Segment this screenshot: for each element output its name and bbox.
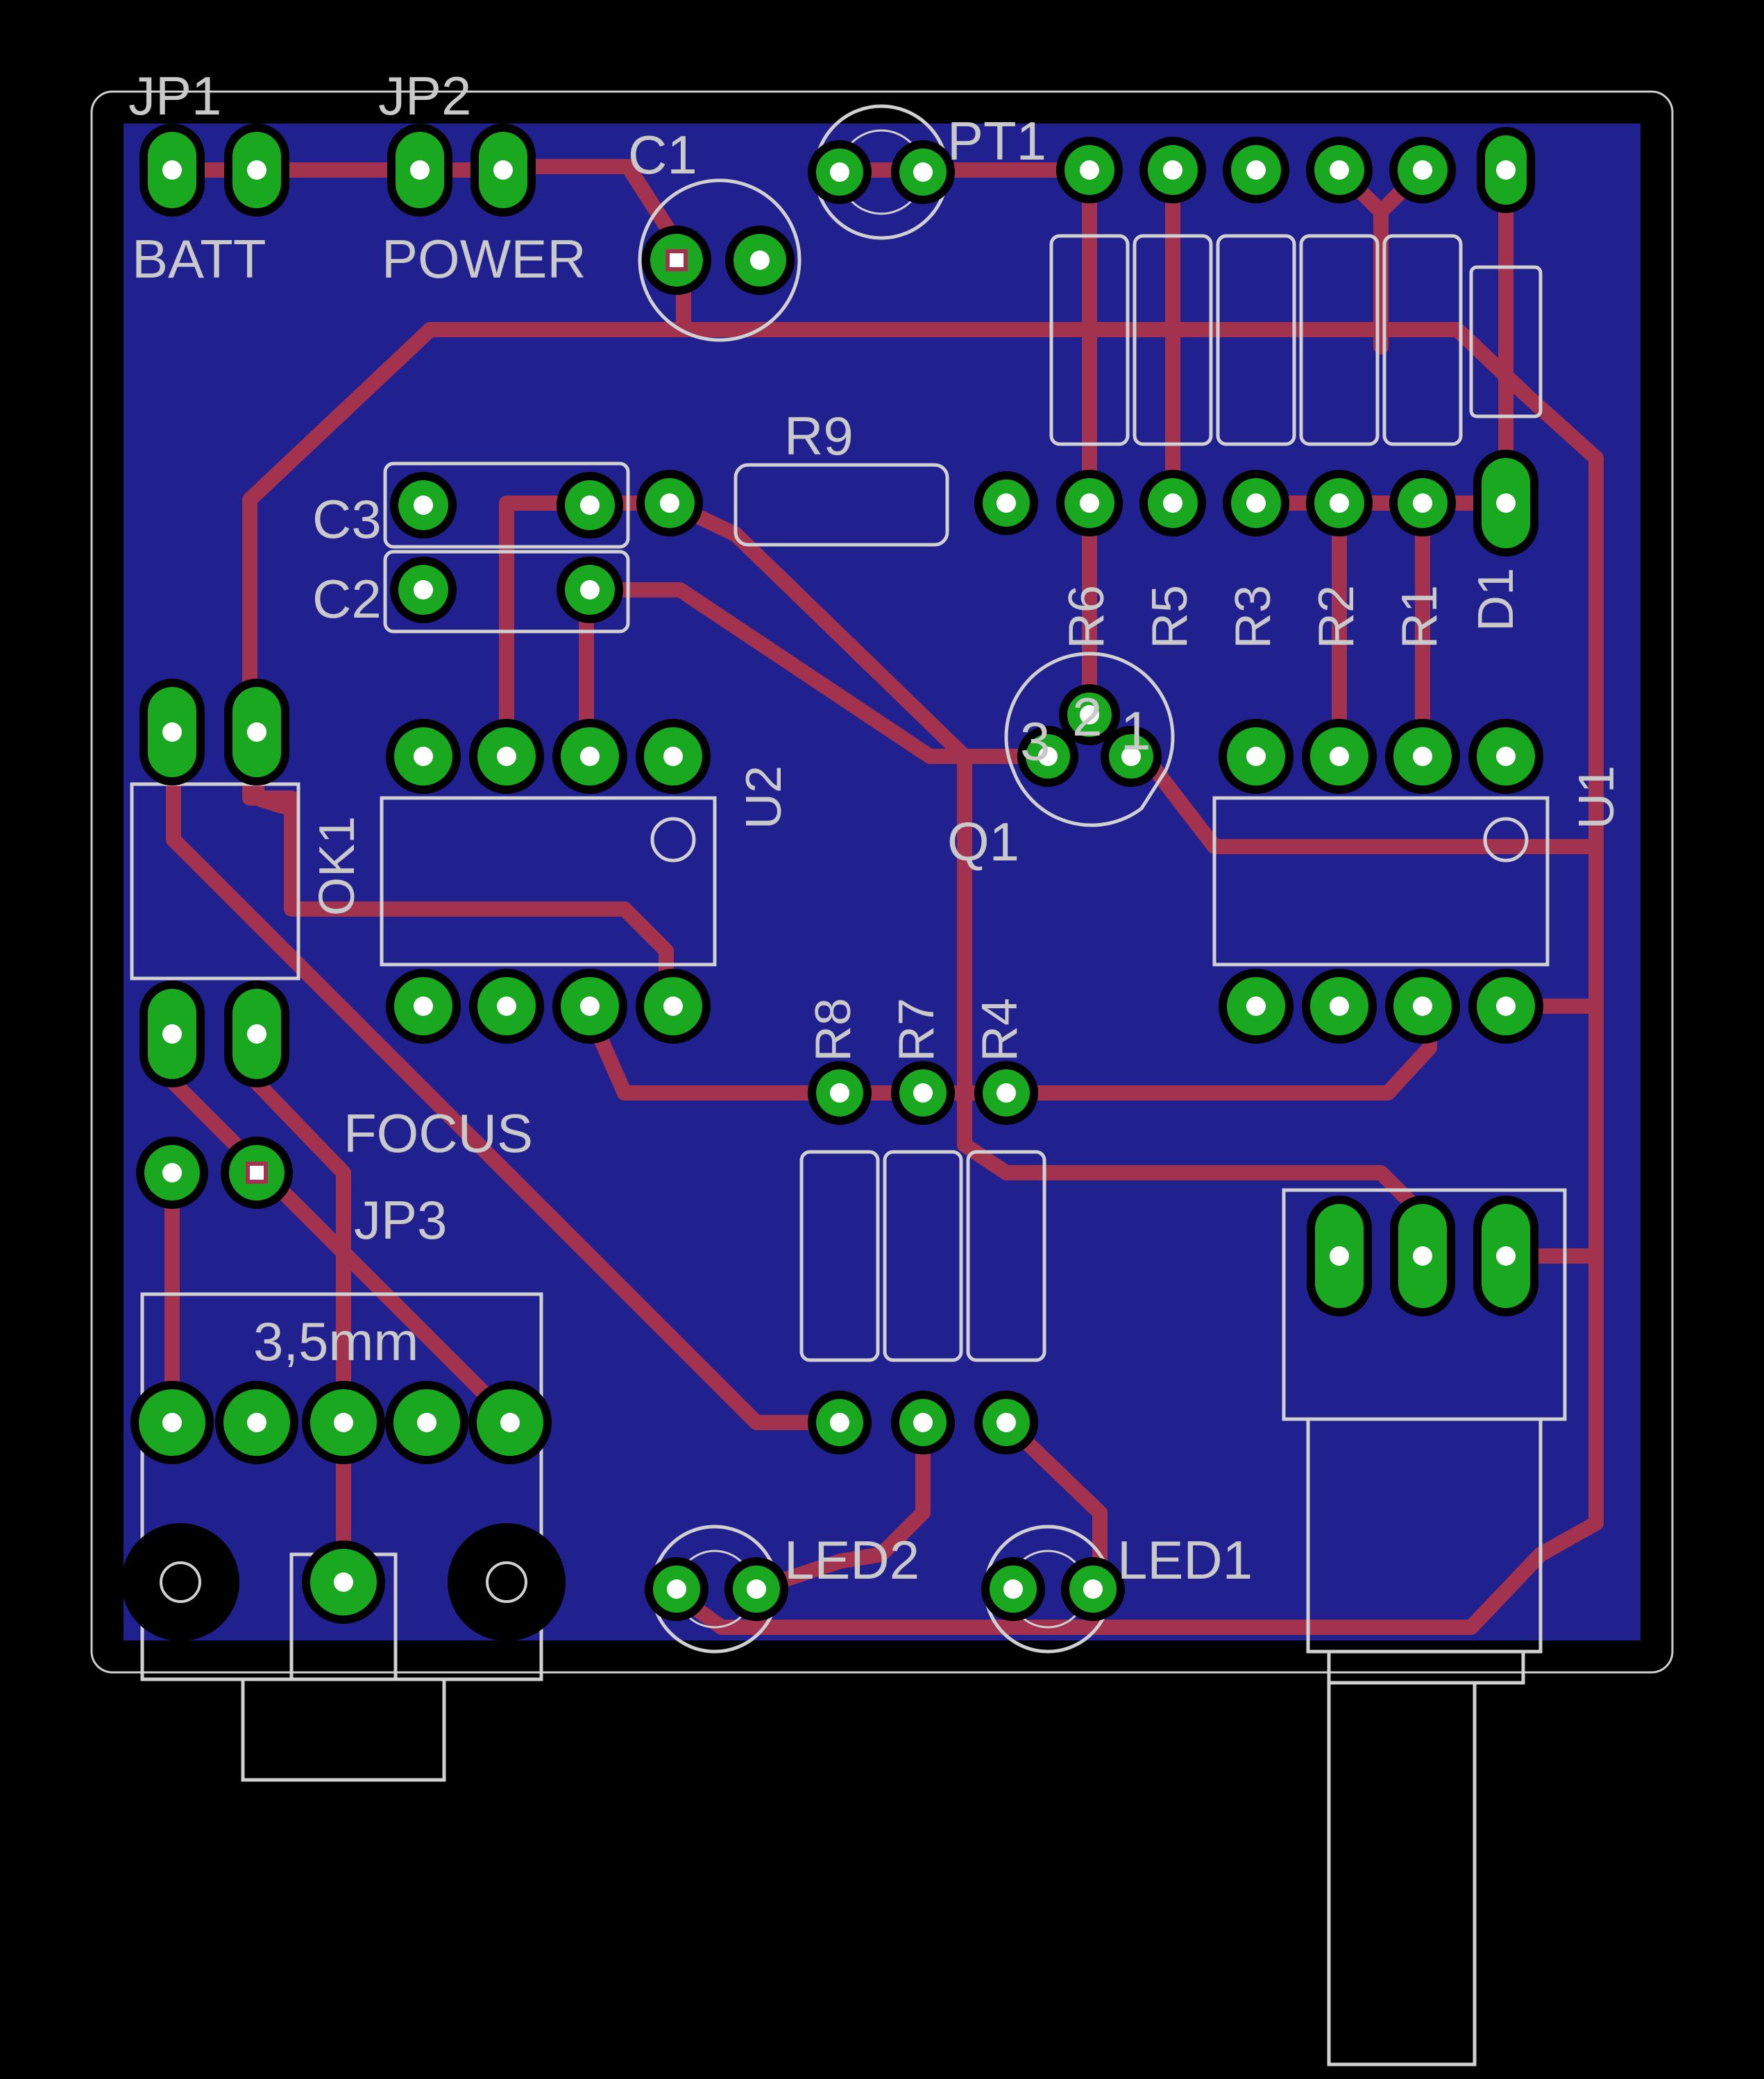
ok1-outline	[130, 782, 300, 981]
jack-mount-hole-1	[448, 1523, 566, 1641]
label-led1: LED1	[1117, 1529, 1253, 1590]
label-r3: R3	[1226, 585, 1281, 649]
label-q1-pin2: 2	[1072, 686, 1102, 747]
label-c1: C1	[628, 124, 697, 185]
label-c3: C3	[312, 489, 382, 550]
d1-outline	[1469, 265, 1543, 418]
label-d1: D1	[1468, 568, 1524, 631]
label-q1-pin1: 1	[1121, 700, 1151, 761]
label-led2: LED2	[784, 1529, 919, 1590]
board-outline	[90, 90, 1674, 1674]
label-pt1: PT1	[947, 110, 1046, 171]
pads	[121, 124, 1543, 1641]
label-q1: Q1	[947, 811, 1019, 872]
label-r1: R1	[1392, 585, 1448, 649]
label-r2: R2	[1309, 585, 1364, 649]
label-batt: BATT	[132, 228, 266, 289]
label-r9: R9	[784, 405, 854, 466]
label-r7: R7	[889, 998, 944, 1062]
label-ok1: OK1	[309, 816, 365, 916]
label-u1: U1	[1569, 765, 1625, 829]
label-r8: R8	[806, 998, 861, 1062]
label-power: POWER	[382, 228, 586, 289]
silkscreen	[130, 104, 1567, 2067]
label-r5: R5	[1142, 585, 1198, 649]
label-r4: R4	[972, 998, 1028, 1062]
q1-outline	[1004, 652, 1175, 827]
jack-mount-hole-0	[121, 1523, 239, 1641]
label-jp2: JP2	[378, 65, 471, 126]
label-jp3: JP3	[354, 1189, 447, 1250]
u2-outline	[380, 796, 717, 967]
copper-traces	[164, 159, 1604, 1635]
label-u2: U2	[736, 765, 792, 829]
label-r6: R6	[1059, 585, 1114, 649]
label-focus: FOCUS	[344, 1103, 533, 1164]
r9-outline	[733, 463, 949, 547]
label-q1-pin3: 3	[1020, 711, 1050, 772]
label-jack: 3,5mm	[253, 1311, 418, 1372]
component-labels: JP1 JP2 BATT POWER C1 PT1 C3 C2 R9 R6 R5…	[128, 65, 1625, 1590]
u1-outline	[1212, 796, 1550, 967]
label-c2: C2	[312, 568, 382, 629]
c1-outline	[638, 178, 802, 342]
label-jp1: JP1	[128, 65, 221, 126]
